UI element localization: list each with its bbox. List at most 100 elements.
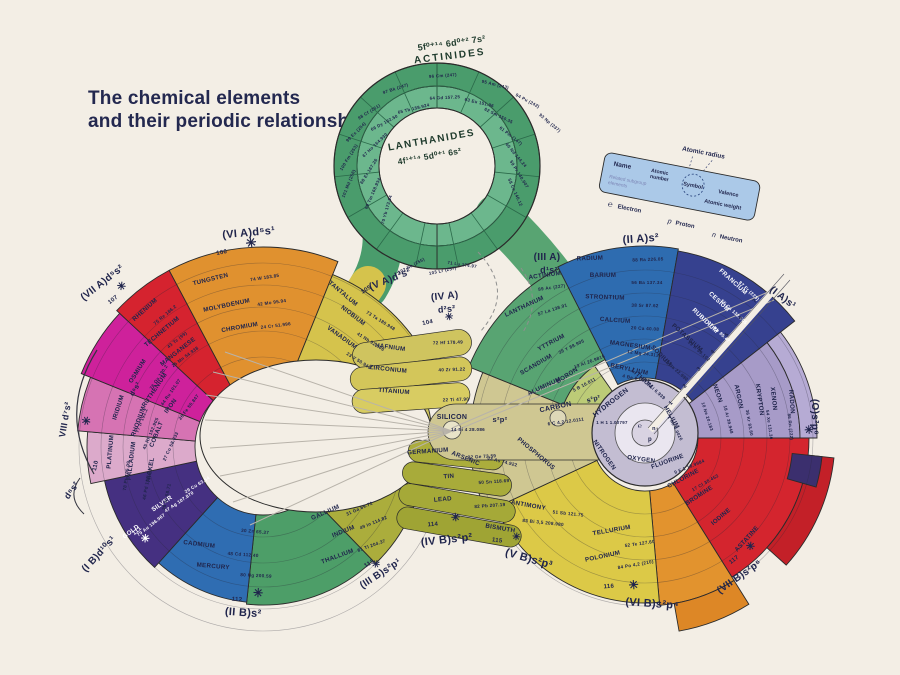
loop-cell-divider: [492, 133, 536, 149]
loop-outline: [333, 62, 541, 270]
diagram-label: 50 Sn 118.69: [478, 478, 509, 485]
diagram-label: OXYGEN: [627, 454, 656, 465]
diagram-label: s²p²: [493, 415, 508, 424]
diagram-label: XENON: [769, 387, 778, 411]
diagram-label: 38 Sr 87.62: [631, 303, 659, 308]
diagram-label: (IV B)s²p²: [420, 531, 473, 548]
diagram-label: s²p²: [586, 394, 602, 404]
diagram-label: STRONTIUM: [585, 293, 625, 301]
page-title-line2: and their periodic relationships: [88, 111, 377, 132]
diagram-label: 42 Mo 95.94: [257, 298, 287, 307]
diagram-label: 83 Bi 3,5 208.980: [522, 518, 564, 527]
diagram-label: 104: [422, 319, 434, 327]
diagram-label: 71 Lu 174.97: [447, 260, 477, 269]
diagram-label: 116: [603, 584, 614, 591]
band-strip: [396, 506, 522, 548]
diagram-label: 24 Cr 51.996: [260, 321, 291, 330]
band-strip: [398, 483, 516, 523]
diagram-label: 110: [92, 460, 100, 472]
diagram-label: 2: [682, 383, 689, 390]
legend-band: [598, 152, 761, 221]
loop-cell-divider: [338, 133, 382, 149]
diagram-label: TITANIUM: [378, 387, 410, 396]
connector-line: [232, 430, 453, 503]
connector-line: [647, 273, 785, 429]
diagram-label: (II B)s²: [225, 606, 262, 621]
diagram-label: d²s²: [437, 303, 456, 315]
loop-outline: [356, 85, 518, 247]
connector-line: [204, 419, 453, 432]
diagram-label: (O)s²p⁶: [809, 399, 820, 435]
diagram-label: ✳: [80, 414, 95, 427]
loop-cell-divider: [347, 194, 387, 218]
legend: Atomic radius Name Atomic number Symbol …: [598, 145, 761, 245]
diagram-label: (II A)s²: [622, 232, 659, 246]
diagram-label: SILICON: [437, 414, 468, 421]
loop-cell-divider: [487, 194, 527, 218]
legend-electron-label: Electron: [617, 204, 642, 215]
loop-cell-divider: [479, 96, 514, 128]
legend-symbol-label: Symbol: [683, 181, 704, 191]
group-wedge: [654, 250, 796, 402]
legend-atomic-radius-label: Atomic radius: [681, 145, 725, 160]
diagram-label: d⁸s²: [62, 480, 81, 501]
group-wedge: [673, 579, 750, 632]
band-strip: [402, 461, 512, 497]
diagram-label: 80 Hg 200.59: [240, 572, 272, 579]
neutron-icon: n: [711, 232, 716, 240]
diagram-label: n: [652, 426, 656, 432]
diagram-label: 4 Be 9.0122: [622, 373, 651, 383]
diagram-label: ZIRCONIUM: [369, 364, 407, 375]
diagram-label: 105: [360, 285, 373, 296]
legend-related-label-2: elements: [607, 180, 628, 190]
diagram-label: 86 Rn (222): [787, 413, 795, 440]
decoration-path: [76, 349, 98, 475]
diagram-label: 20 Ca 40.08: [631, 325, 660, 331]
diagram-label: 4: [710, 349, 717, 356]
diagram-label: ✳: [451, 512, 461, 525]
loop-cell-divider: [360, 96, 395, 128]
diagram-label: (IV A): [430, 290, 459, 304]
diagram-label: 6: [738, 315, 745, 322]
hub-layer: [442, 379, 699, 487]
legend-atomic-number-label-1: Atomic: [650, 168, 669, 177]
diagram-label: 56 Ba 137.34: [631, 280, 662, 285]
diagram-label: BARIUM: [590, 272, 617, 279]
diagram-label: 7: [752, 298, 759, 305]
legend-valence-label: Valence: [718, 189, 739, 199]
diagram-label: 96 Cm (247): [429, 72, 457, 79]
diagram-label: 36 Kr 83.80: [745, 409, 755, 436]
diagram-label: ✳: [244, 234, 258, 251]
diagram-label: ℮: [638, 423, 643, 430]
diagram-label: ✳: [115, 279, 130, 294]
diagram-label: 95 Am (243): [481, 79, 509, 91]
diagram-label: 78 Pt 195.09: [122, 460, 131, 490]
diagram-label: 115: [491, 537, 503, 544]
diagram-label: ✳: [253, 586, 264, 601]
loop-layer: [333, 62, 541, 270]
connector-line: [209, 430, 453, 449]
diagram-label: 48 Cd 112.40: [227, 551, 259, 558]
diagram-label: 72 Hf 178.49: [433, 339, 463, 345]
diagram-label: 63 Eu 151.96: [464, 97, 495, 109]
diagram-label: 113: [363, 559, 375, 570]
connector-lines-layer: [73, 251, 791, 526]
diagram-label: 14 Si 4 28.086: [451, 427, 485, 432]
diagram-label: KRYPTON: [754, 383, 765, 416]
diagram-label: 107: [107, 294, 120, 306]
legend-neutron-label: Neutron: [719, 234, 743, 244]
page-title-line1: The chemical elements: [88, 88, 300, 109]
diagram-label: ARGON: [732, 384, 744, 410]
diagram-label: (III A): [534, 252, 561, 263]
electron-icon: ℮: [607, 199, 614, 209]
proton-icon: p: [666, 218, 672, 226]
diagram-label: (VI B)s²p⁴: [625, 596, 679, 612]
connector-line: [205, 394, 453, 432]
diagram-label: PALLADIUM: [126, 441, 138, 480]
diagram-label: GERMANIUM: [407, 447, 449, 457]
loop-cell-divider: [448, 222, 459, 267]
diagram-label: 40 Zr 91.22: [438, 367, 465, 373]
diagram-label: 32 Ge 72.59: [468, 453, 497, 459]
legend-atomic-number-label-2: number: [649, 174, 669, 184]
